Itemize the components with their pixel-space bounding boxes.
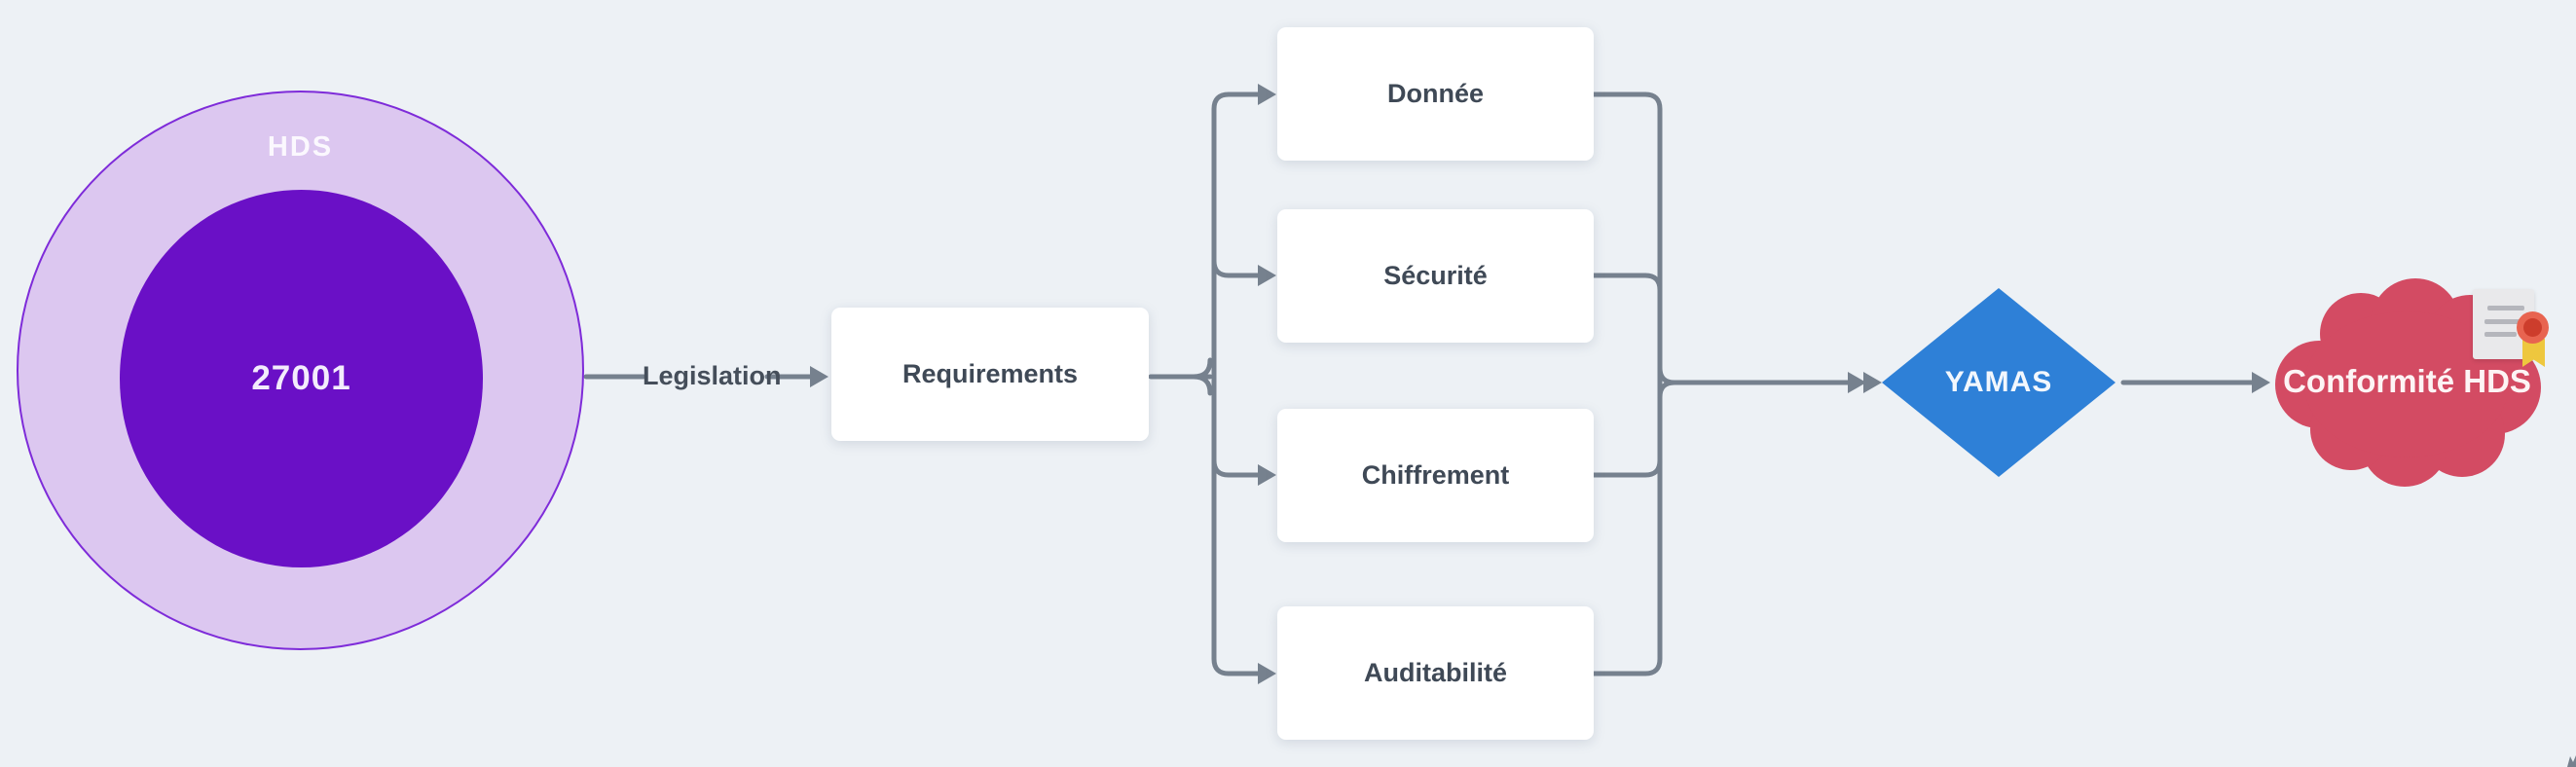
certificate-seal-inner bbox=[2523, 318, 2542, 337]
venn-inner-circle: 27001 bbox=[120, 190, 483, 567]
arrowhead-auditabilite bbox=[1258, 663, 1276, 684]
connector-branch-securite bbox=[1211, 258, 1265, 278]
arrowhead-chiffrement bbox=[1258, 464, 1276, 486]
arrowhead-requirements bbox=[810, 366, 828, 387]
node-requirements-label: Requirements bbox=[902, 359, 1079, 388]
node-branch-donnee: Donnée bbox=[1277, 27, 1594, 161]
node-branch-securite: Sécurité bbox=[1277, 209, 1594, 343]
arrowhead-decision-2 bbox=[1863, 372, 1882, 393]
node-branch-auditabilite-label: Auditabilité bbox=[1364, 658, 1507, 687]
arrowhead-outcome bbox=[2252, 372, 2270, 393]
node-branch-chiffrement: Chiffrement bbox=[1277, 409, 1594, 542]
connector-right-rail bbox=[1591, 91, 1663, 676]
certificate-ribbon-icon bbox=[2522, 339, 2545, 367]
node-requirements: Requirements bbox=[831, 308, 1149, 441]
arrowhead-decision-1 bbox=[1848, 372, 1866, 393]
legislation-edge-label: Legislation bbox=[643, 361, 782, 390]
node-decision-label: YAMAS bbox=[1944, 366, 2053, 398]
certificate-text-line bbox=[2484, 332, 2517, 337]
arrowhead-donnee bbox=[1258, 84, 1276, 105]
certificate-seal-icon bbox=[2517, 311, 2549, 344]
node-outcome-label: Conformité HDS bbox=[2283, 363, 2531, 399]
node-branch-chiffrement-label: Chiffrement bbox=[1361, 460, 1510, 490]
connector-branch-chiffrement bbox=[1211, 457, 1265, 478]
node-branch-donnee-label: Donnée bbox=[1386, 79, 1484, 108]
venn-inner-label: 27001 bbox=[251, 359, 351, 397]
node-branch-securite-label: Sécurité bbox=[1383, 261, 1488, 290]
connector-exit-securite bbox=[1591, 273, 1663, 293]
cursor-artifact bbox=[2567, 755, 2576, 767]
connector-left-rail bbox=[1211, 91, 1265, 676]
node-branch-auditabilite: Auditabilité bbox=[1277, 606, 1594, 740]
venn-outer-circle: HDS 27001 bbox=[17, 91, 584, 650]
connector-tee-curve-up bbox=[1191, 357, 1213, 380]
certificate-text-line bbox=[2484, 319, 2521, 324]
connector-tee-curve-down bbox=[1191, 374, 1213, 396]
arrowhead-securite bbox=[1258, 265, 1276, 286]
certificate-text-line bbox=[2487, 306, 2524, 310]
connector-exit-chiffrement bbox=[1591, 457, 1663, 478]
venn-outer-label: HDS bbox=[267, 131, 334, 163]
